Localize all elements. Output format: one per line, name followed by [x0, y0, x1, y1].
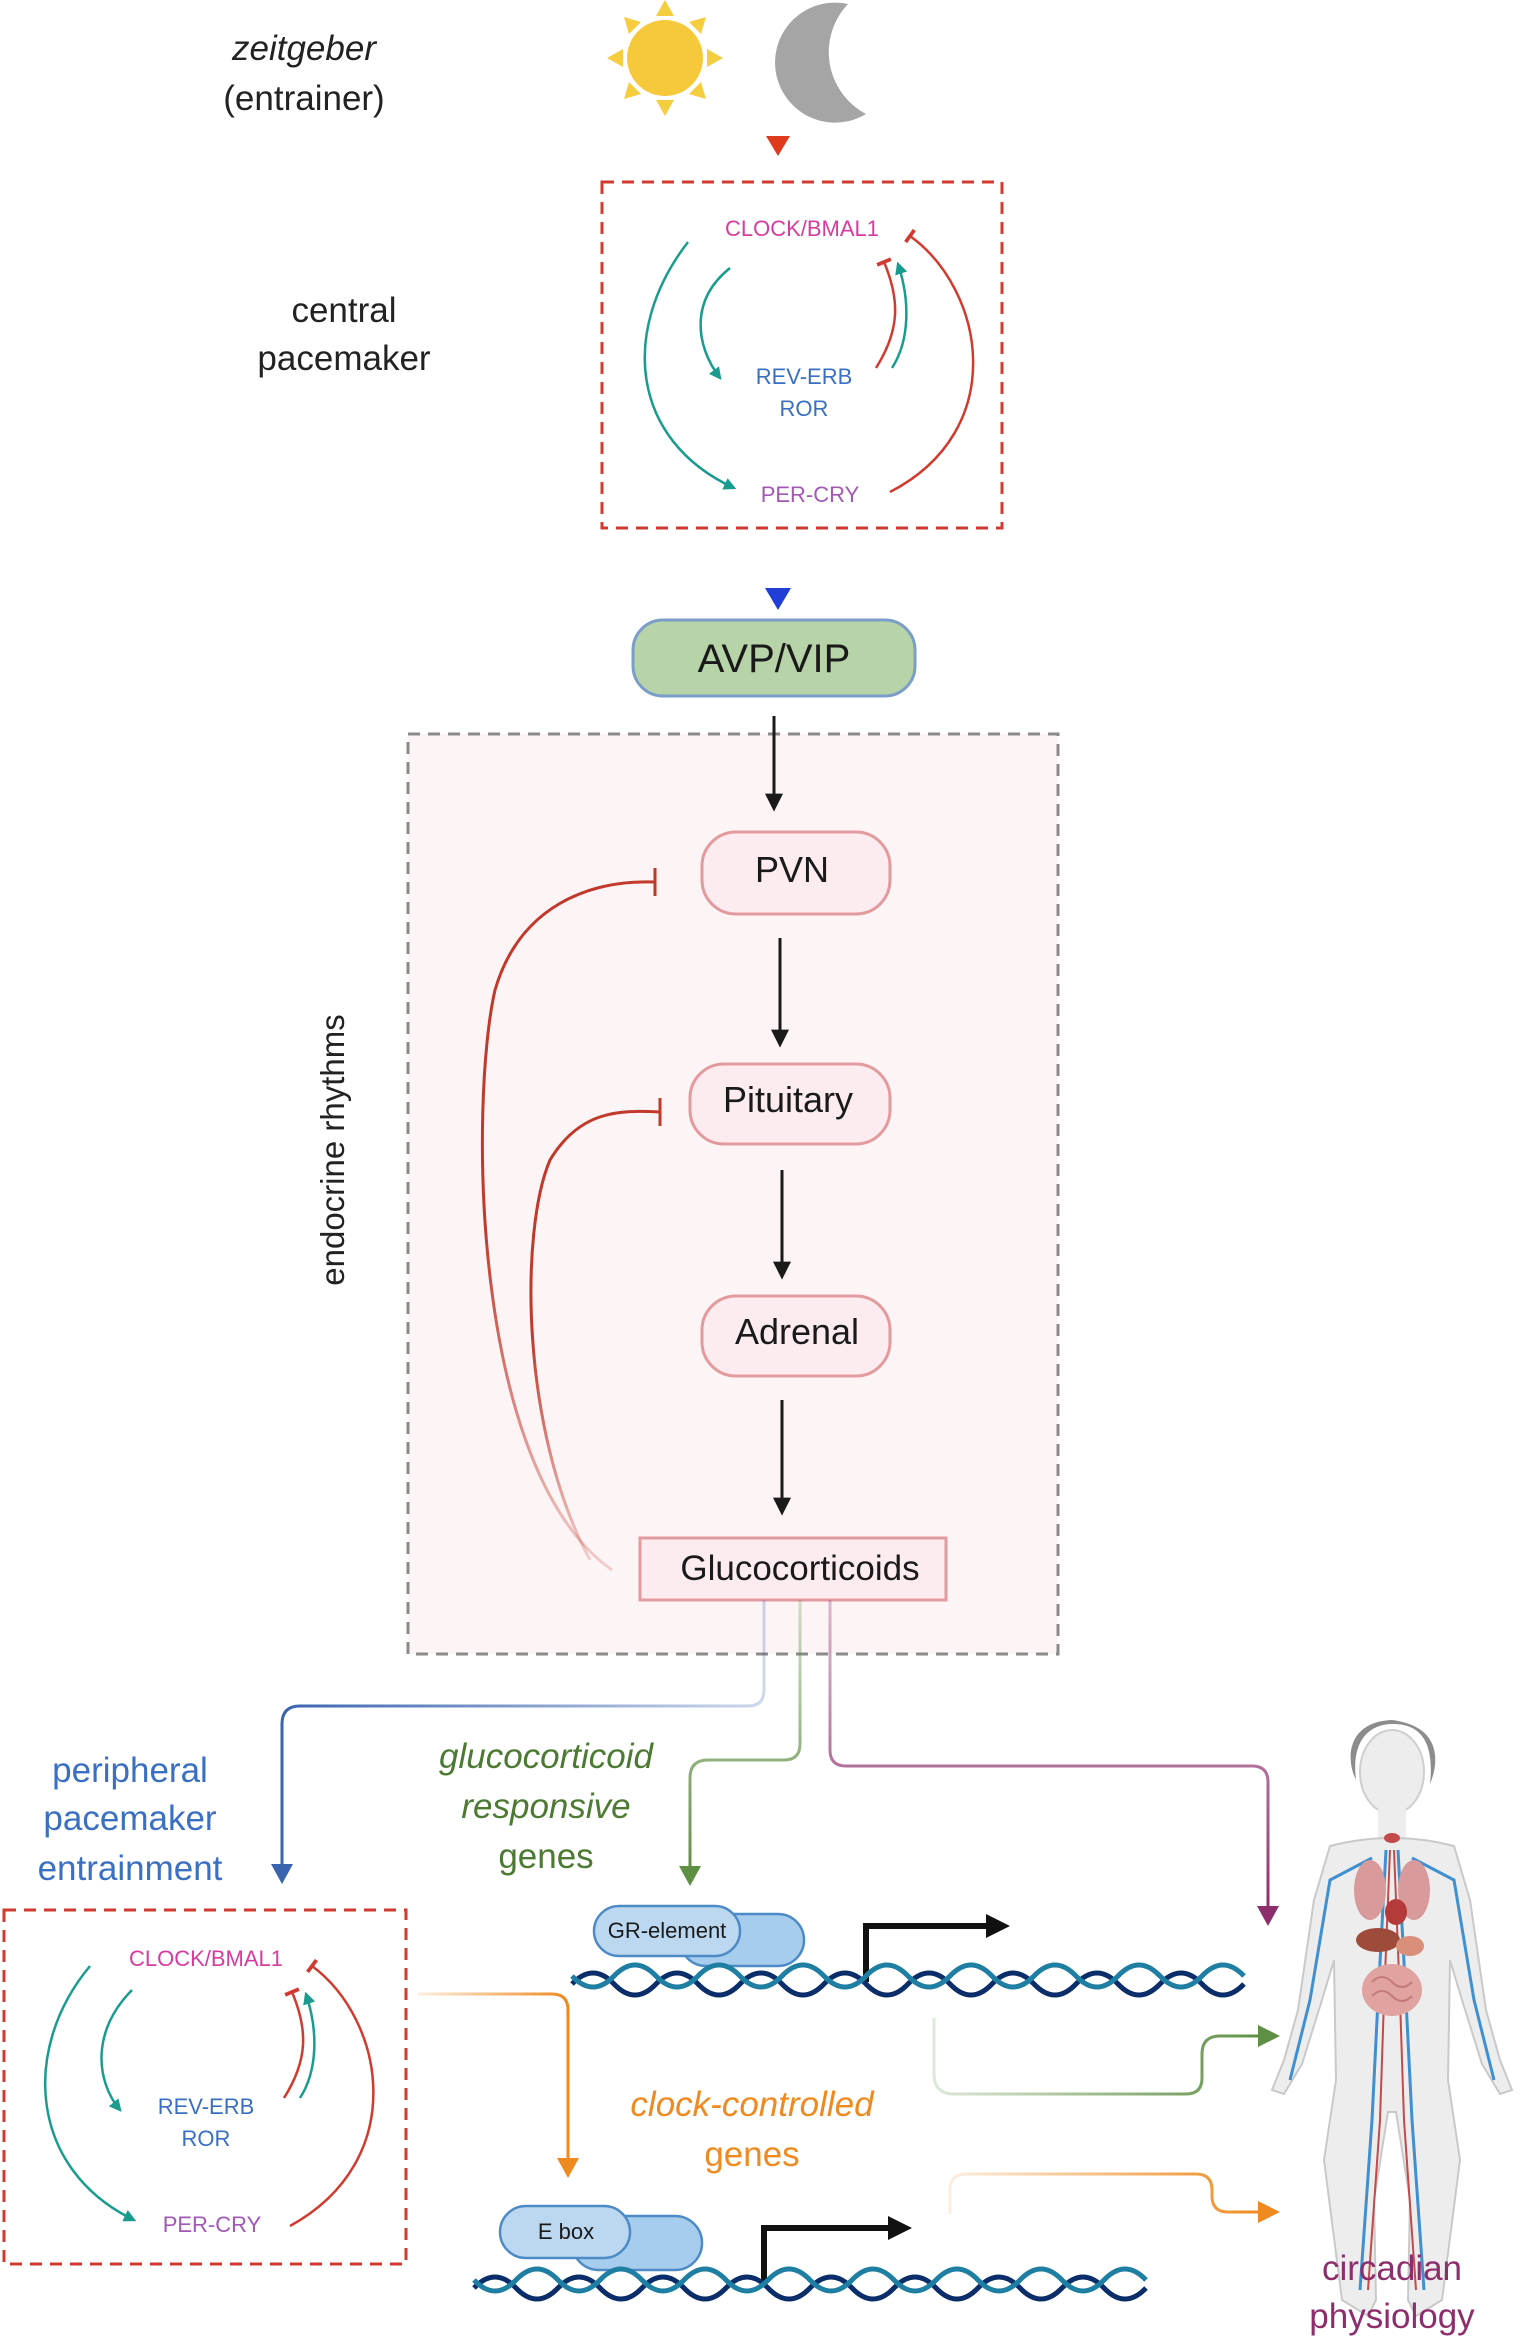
central-percry: PER-CRY — [761, 482, 860, 507]
circadian-label-line2: physiology — [1309, 2297, 1475, 2336]
ebox-label: E box — [538, 2219, 594, 2244]
peripheral-label-line3: entrainment — [38, 1849, 223, 1888]
adrenal-node — [700, 1294, 892, 1378]
pvn-label: PVN — [755, 849, 829, 890]
to-peripheral-arrowhead — [271, 1864, 293, 1884]
ebox-dna-strands — [472, 2266, 1148, 2302]
clock-genes-to-body-arrowhead — [1258, 2201, 1280, 2223]
peripheral-ror: ROR — [182, 2126, 231, 2151]
clock-genes-label-line2: genes — [704, 2135, 799, 2174]
central-feedback-arrows — [643, 228, 975, 494]
to-gc-genes-arrow — [688, 1600, 802, 1870]
ebox-dna: E box — [498, 2204, 912, 2284]
central-pacemaker-box — [600, 180, 1004, 530]
gc-genes-label-line2: responsive — [461, 1787, 630, 1826]
to-gc-genes-arrowhead — [679, 1866, 701, 1886]
ebox-transcription-arrow — [761, 2225, 892, 2284]
peripheral-label-line2: pacemaker — [43, 1799, 216, 1838]
adrenal-label: Adrenal — [735, 1311, 859, 1352]
pvn-node — [700, 830, 892, 916]
ebox-protein — [498, 2204, 632, 2260]
sun-icon — [607, 0, 723, 116]
glucocorticoids-node — [638, 1536, 948, 1602]
moon-icon — [775, 2, 866, 123]
gc-genes-to-body-arrowhead — [1258, 2025, 1280, 2047]
pituitary-label: Pituitary — [723, 1079, 853, 1120]
gc-genes-to-body-arrow — [932, 2018, 1262, 2096]
clock-genes-to-body-arrow — [948, 2172, 1262, 2214]
peripheral-label-line1: peripheral — [52, 1751, 208, 1790]
central-label-line2: pacemaker — [257, 339, 430, 378]
axis-arrows — [765, 716, 791, 1516]
entrainer-label: (entrainer) — [223, 79, 384, 118]
peripheral-percry: PER-CRY — [163, 2212, 262, 2237]
gr-element-protein — [592, 1904, 742, 1958]
central-clock-bmal1: CLOCK/BMAL1 — [725, 216, 879, 241]
pituitary-node — [688, 1062, 892, 1146]
to-body-arrow — [828, 1600, 1270, 1910]
gr-dna-strands — [570, 1962, 1246, 1998]
central-ror: ROR — [780, 396, 829, 421]
ebox-transcription-arrowhead — [888, 2216, 912, 2240]
to-clock-genes-arrowhead — [557, 2158, 579, 2178]
gr-transcription-arrow — [863, 1923, 990, 1982]
glucocorticoids-label: Glucocorticoids — [680, 1549, 919, 1588]
gr-dna: GR-element — [592, 1904, 1010, 1982]
circadian-label-line1: circadian — [1322, 2249, 1462, 2288]
peripheral-reverb: REV-ERB — [158, 2094, 255, 2119]
human-body-icon — [1270, 1720, 1514, 2318]
peripheral-pacemaker-box — [2, 1908, 408, 2266]
avp-vip-node — [631, 618, 917, 698]
to-body-arrowhead — [1257, 1906, 1279, 1926]
clock-genes-label-line1: clock-controlled — [630, 2085, 875, 2124]
zeitgeber-label: zeitgeber — [231, 29, 377, 68]
to-clock-genes-arrow — [418, 1992, 570, 2162]
peripheral-feedback-arrows — [43, 1958, 375, 2228]
gc-genes-label-line3: genes — [498, 1837, 593, 1876]
endocrine-rhythms-label: endocrine rhythms — [314, 1014, 351, 1285]
avp-vip-label: AVP/VIP — [698, 637, 851, 681]
zeitgeber-arrowhead — [766, 136, 790, 156]
gr-transcription-arrowhead — [986, 1914, 1010, 1938]
gr-element-label: GR-element — [608, 1918, 727, 1943]
peripheral-clock-bmal1: CLOCK/BMAL1 — [129, 1946, 283, 1971]
gc-genes-label-line1: glucocorticoid — [439, 1737, 655, 1776]
central-reverb: REV-ERB — [756, 364, 853, 389]
central-to-avp-arrowhead — [765, 588, 791, 610]
central-label-line1: central — [291, 291, 396, 330]
negative-feedback-arrows — [480, 868, 662, 1572]
to-peripheral-arrow — [280, 1600, 766, 1868]
